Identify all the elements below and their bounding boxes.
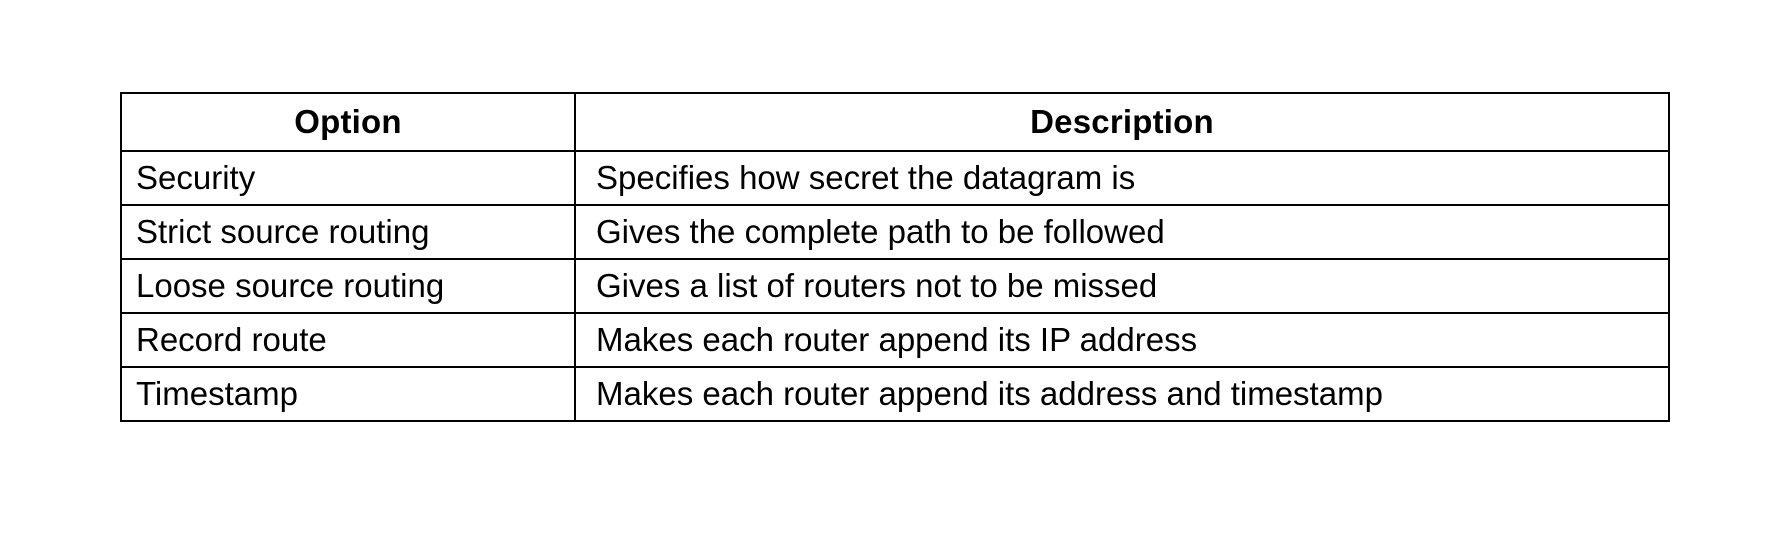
table-header: Option Description [120, 92, 1670, 152]
column-header-description: Description [574, 92, 1670, 152]
cell-option: Loose source routing [120, 258, 576, 314]
cell-description: Specifies how secret the datagram is [574, 150, 1670, 206]
cell-description: Gives the complete path to be followed [574, 204, 1670, 260]
cell-option: Strict source routing [120, 204, 576, 260]
cell-option: Security [120, 150, 576, 206]
cell-option: Timestamp [120, 366, 576, 422]
table-row: Security Specifies how secret the datagr… [120, 150, 1670, 206]
table-row: Loose source routing Gives a list of rou… [120, 258, 1670, 314]
table-header-row: Option Description [120, 92, 1670, 152]
table-row: Timestamp Makes each router append its a… [120, 366, 1670, 422]
ip-options-table: Option Description Security Specifies ho… [120, 92, 1670, 422]
table-body: Security Specifies how secret the datagr… [120, 150, 1670, 422]
cell-description: Gives a list of routers not to be missed [574, 258, 1670, 314]
cell-option: Record route [120, 312, 576, 368]
column-header-option: Option [120, 92, 576, 152]
cell-description: Makes each router append its IP address [574, 312, 1670, 368]
table-row: Strict source routing Gives the complete… [120, 204, 1670, 260]
table-row: Record route Makes each router append it… [120, 312, 1670, 368]
cell-description: Makes each router append its address and… [574, 366, 1670, 422]
